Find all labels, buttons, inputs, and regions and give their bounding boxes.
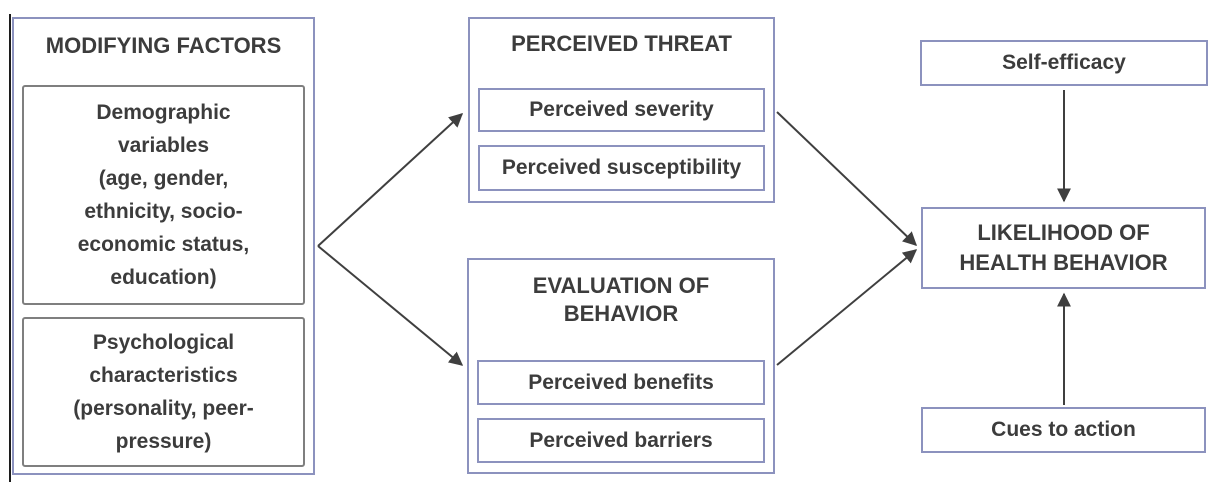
psychological-characteristics-box: Psychological characteristics (personali… [22,317,305,467]
perceived-severity-box: Perceived severity [478,88,765,132]
evaluation-of-behavior-title: EVALUATION OF BEHAVIOR [532,273,710,326]
modifying-factors-box: MODIFYING FACTORS Demographic variables … [12,17,315,475]
demographic-variables-box: Demographic variables (age, gender, ethn… [22,85,305,305]
perceived-barriers-box: Perceived barriers [477,418,765,463]
perceived-threat-title: PERCEIVED THREAT [511,31,732,56]
arrow-modifying-to-perceived-threat [317,113,464,247]
arrow-evaluation-to-likelihood [776,249,918,366]
likelihood-of-health-behavior-box: LIKELIHOOD OF HEALTH BEHAVIOR [921,207,1206,289]
perceived-benefits-box: Perceived benefits [477,360,765,405]
arrow-threat-to-likelihood [776,111,918,246]
modifying-factors-title: MODIFYING FACTORS [45,33,282,58]
perceived-susceptibility-box: Perceived susceptibility [478,145,765,191]
self-efficacy-box: Self-efficacy [920,40,1208,86]
left-edge-line [9,14,11,482]
cues-to-action-box: Cues to action [921,407,1206,453]
arrow-modifying-to-evaluation [317,245,464,366]
perceived-threat-box: PERCEIVED THREAT Perceived severity Perc… [468,17,775,203]
evaluation-of-behavior-box: EVALUATION OF BEHAVIOR Perceived benefit… [467,258,775,474]
